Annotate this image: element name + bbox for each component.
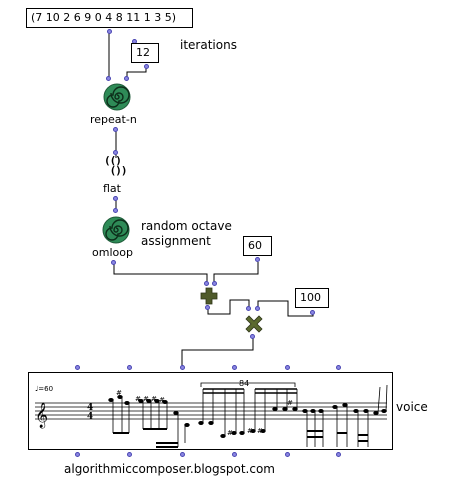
- treble-clef-icon: 𝄞: [35, 402, 48, 428]
- svg-text:#: #: [116, 389, 122, 397]
- voice-outlet-3[interactable]: [180, 452, 185, 457]
- svg-text:#: #: [135, 395, 141, 403]
- times-icon[interactable]: [244, 314, 264, 334]
- plus-inlet-2[interactable]: [212, 281, 217, 286]
- voice-label: voice: [396, 400, 428, 414]
- input-list-outlet[interactable]: [107, 29, 112, 34]
- add-value-box[interactable]: 60: [243, 236, 272, 256]
- omloop-outlet[interactable]: [111, 260, 116, 265]
- flat-inlet[interactable]: [113, 150, 118, 155]
- voice-inlet-2[interactable]: [127, 365, 132, 370]
- plus-outlet[interactable]: [205, 305, 210, 310]
- svg-text:#: #: [247, 427, 253, 435]
- omloop-inlet[interactable]: [113, 208, 118, 213]
- footer-url: algorithmiccomposer.blogspot.com: [64, 462, 275, 476]
- iterations-value: 12: [136, 46, 150, 59]
- voice-score[interactable]: 𝄞 4 4: [28, 372, 393, 450]
- svg-text:#: #: [143, 395, 149, 403]
- times-inlet-1[interactable]: [246, 306, 251, 311]
- flat-outlet[interactable]: [113, 196, 118, 201]
- repeat-inlet-1[interactable]: [106, 76, 111, 81]
- iterations-label: iterations: [180, 38, 237, 52]
- repeat-outlet[interactable]: [113, 127, 118, 132]
- input-list-box[interactable]: (7 10 2 6 9 0 4 8 11 1 3 5): [26, 8, 193, 28]
- score-tempo: ♩=60: [35, 385, 54, 393]
- voice-inlet-1[interactable]: [75, 365, 80, 370]
- svg-text:#: #: [227, 429, 233, 437]
- add-value-text: 60: [248, 239, 262, 252]
- voice-outlet-2[interactable]: [127, 452, 132, 457]
- voice-outlet-6[interactable]: [336, 452, 341, 457]
- repeat-n-label: repeat-n: [90, 113, 137, 126]
- score-notation: 𝄞 4 4: [35, 382, 388, 448]
- voice-outlet-5[interactable]: [285, 452, 290, 457]
- flat-bracket-icon[interactable]: (() ()): [104, 154, 127, 177]
- mult-value-box[interactable]: 100: [295, 288, 329, 308]
- add-value-outlet[interactable]: [255, 257, 260, 262]
- times-inlet-2[interactable]: [255, 306, 260, 311]
- plus-inlet-1[interactable]: [204, 281, 209, 286]
- omloop-spiral-icon[interactable]: [102, 216, 130, 244]
- voice-outlet-4[interactable]: [232, 452, 237, 457]
- svg-text:4: 4: [87, 403, 93, 413]
- plus-icon[interactable]: [200, 287, 218, 305]
- voice-inlet-3[interactable]: [180, 365, 185, 370]
- repeat-n-spiral-icon[interactable]: [103, 83, 131, 111]
- voice-inlet-6[interactable]: [336, 365, 341, 370]
- svg-text:#: #: [287, 399, 293, 407]
- flat-label: flat: [103, 182, 121, 195]
- voice-inlet-5[interactable]: [285, 365, 290, 370]
- svg-text:#: #: [257, 427, 263, 435]
- mult-value-outlet[interactable]: [310, 310, 315, 315]
- random-octave-label-2: assignment: [141, 234, 211, 248]
- voice-inlet-4[interactable]: [232, 365, 237, 370]
- random-octave-label-1: random octave: [141, 219, 232, 233]
- iterations-outlet[interactable]: [144, 64, 149, 69]
- omloop-label: omloop: [92, 246, 133, 259]
- mult-value-text: 100: [300, 291, 321, 304]
- score-tuplet-number: 84: [239, 379, 250, 388]
- input-list-text: (7 10 2 6 9 0 4 8 11 1 3 5): [31, 11, 177, 24]
- iterations-box[interactable]: 12: [131, 43, 159, 63]
- voice-outlet-1[interactable]: [75, 452, 80, 457]
- repeat-inlet-2[interactable]: [124, 76, 129, 81]
- times-outlet[interactable]: [250, 334, 255, 339]
- svg-text:4: 4: [87, 412, 93, 422]
- svg-text:#: #: [151, 395, 157, 403]
- svg-text:#: #: [159, 396, 165, 404]
